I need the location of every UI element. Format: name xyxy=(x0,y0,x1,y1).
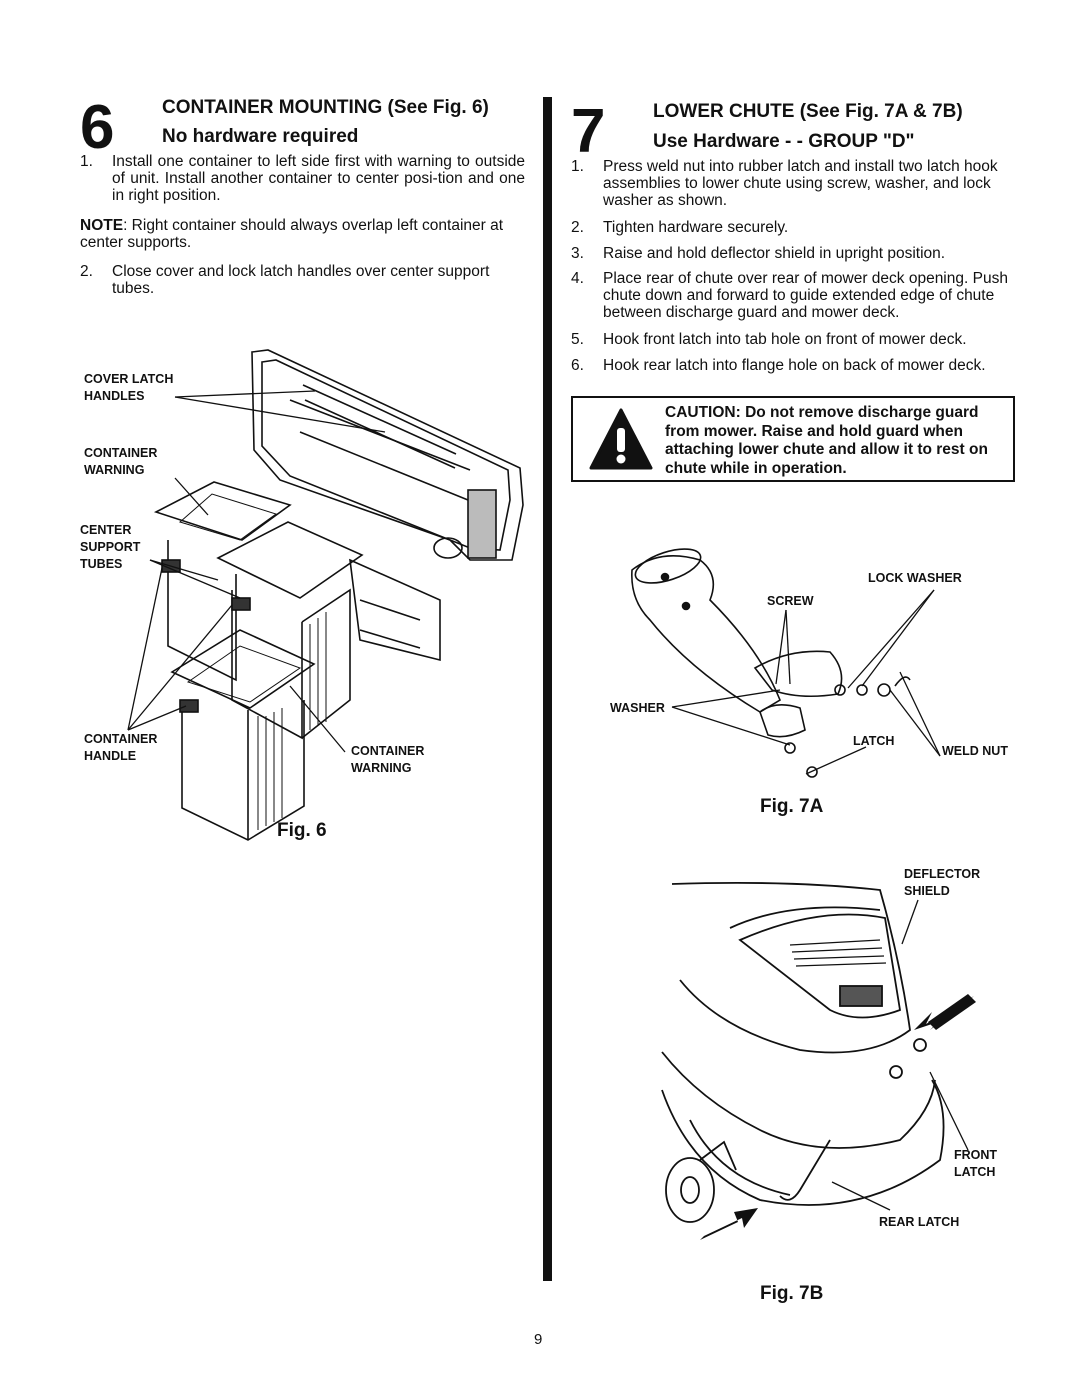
label-latch: LATCH xyxy=(853,734,895,748)
fig-6-caption: Fig. 6 xyxy=(277,820,327,841)
label-cover-latch-handles: COVER LATCH HANDLES xyxy=(84,372,174,403)
step-7-instructions: 1. Press weld nut into rubber latch and … xyxy=(571,158,1008,374)
label-center-support-tubes: CENTER SUPPORT TUBES xyxy=(80,523,141,571)
step-6-subtitle: No hardware required xyxy=(162,126,359,147)
page-number: 9 xyxy=(534,1331,543,1348)
label-lock-washer: LOCK WASHER xyxy=(868,571,962,585)
label-deflector-shield: DEFLECTOR SHIELD xyxy=(904,867,981,898)
step-7-number: 7 xyxy=(571,97,606,166)
note-label: NOTE xyxy=(80,217,124,234)
fig-7b-caption: Fig. 7B xyxy=(760,1283,824,1304)
label-container-warning-top: CONTAINER WARNING xyxy=(84,446,158,477)
fig-7a-caption: Fig. 7A xyxy=(760,796,824,817)
column-divider xyxy=(543,97,552,1281)
step-6-number: 6 xyxy=(80,93,115,162)
label-screw: SCREW xyxy=(767,594,814,608)
list-item: 1. Install one container to left side fi… xyxy=(80,153,525,204)
step-7-subtitle: Use Hardware - - GROUP "D" xyxy=(653,131,915,152)
label-weld-nut: WELD NUT xyxy=(942,744,1008,758)
note-text: : Right container should always overlap … xyxy=(80,217,504,251)
caution-box: CAUTION: Do not remove discharge guard f… xyxy=(571,396,1015,482)
label-container-handle: CONTAINER HANDLE xyxy=(84,732,158,763)
label-container-warning-bottom: CONTAINER WARNING xyxy=(351,744,425,775)
label-rear-latch: REAR LATCH xyxy=(879,1215,960,1229)
note-paragraph: NOTE: Right container should always over… xyxy=(80,217,525,251)
step-6-title: CONTAINER MOUNTING (See Fig. 6) xyxy=(162,97,489,118)
step-7-title: LOWER CHUTE (See Fig. 7A & 7B) xyxy=(653,101,963,122)
step-6-instructions: 1. Install one container to left side fi… xyxy=(80,153,525,297)
caution-text: CAUTION: Do not remove discharge guard f… xyxy=(665,404,988,477)
warning-triangle-icon xyxy=(589,408,653,470)
label-front-latch: FRONT LATCH xyxy=(954,1148,998,1179)
label-washer: WASHER xyxy=(610,701,665,715)
